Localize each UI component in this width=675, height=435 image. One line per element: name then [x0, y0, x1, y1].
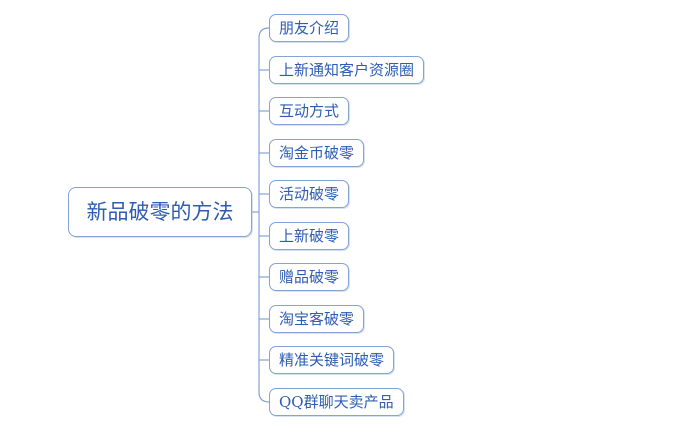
root-node[interactable]: 新品破零的方法 — [68, 187, 252, 237]
branch-node-new-arrival-notify[interactable]: 上新通知客户资源圈 — [269, 56, 425, 84]
branch-node-gift[interactable]: 赠品破零 — [269, 263, 350, 291]
branch-node-new-release[interactable]: 上新破零 — [269, 222, 350, 250]
branch-node-taobaoke[interactable]: 淘宝客破零 — [269, 305, 365, 333]
branch-node-taojinbi[interactable]: 淘金币破零 — [269, 139, 365, 167]
branch-node-interaction[interactable]: 互动方式 — [269, 97, 350, 125]
trunk-connector — [258, 27, 270, 403]
branch-node-qq-group[interactable]: QQ群聊天卖产品 — [269, 388, 404, 416]
branch-node-activity[interactable]: 活动破零 — [269, 180, 350, 208]
branch-node-precise-keyword[interactable]: 精准关键词破零 — [269, 346, 395, 374]
branch-node-friend-intro[interactable]: 朋友介绍 — [269, 14, 350, 42]
